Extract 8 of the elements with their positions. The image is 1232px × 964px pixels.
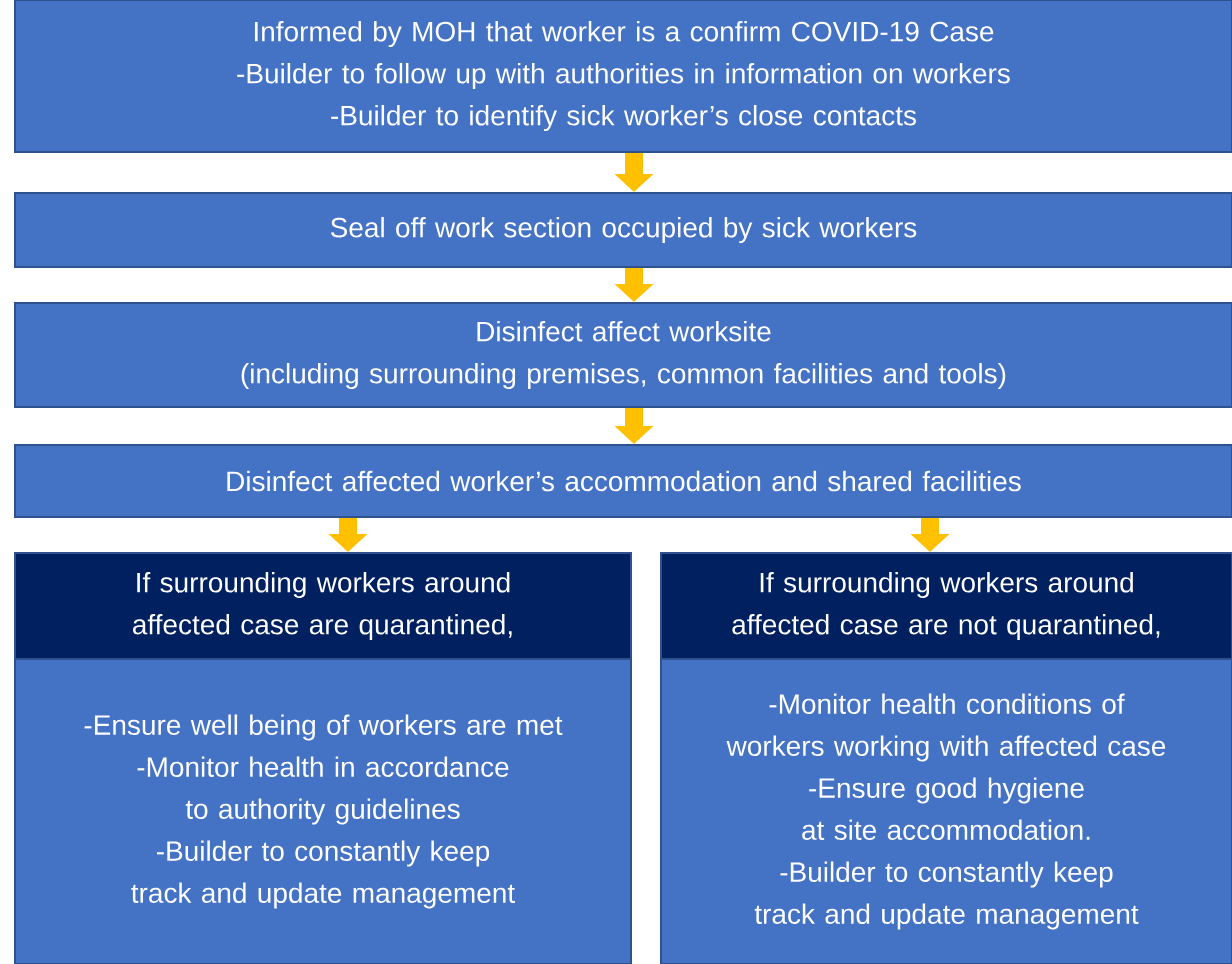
text-box: -Monitor health conditions of workers working with affected case -Ensure good hygiene at site accommodation. -Builder to constantly keep track and update management bbox=[660, 658, 1232, 964]
process-box: Informed by MOH that worker is a confirm COVID-19 Case -Builder to follow up with authorities in information on workers -Builder to identify sick worker’s close contacts bbox=[14, 0, 1232, 153]
header-box: If surrounding workers around affected case are not quarantined, bbox=[660, 552, 1232, 660]
process-box: Disinfect affected worker’s accommodation and shared facilities bbox=[14, 444, 1232, 518]
process-box: Disinfect affect worksite (including surrounding premises, common facilities and tools) bbox=[14, 302, 1232, 408]
header-box: If surrounding workers around affected case are quarantined, bbox=[14, 552, 632, 660]
text-box: -Ensure well being of workers are met -Monitor health in accordance to authority guidelines -Builder to constantly keep track and update management bbox=[14, 658, 632, 964]
process-box: Seal off work section occupied by sick workers bbox=[14, 192, 1232, 268]
